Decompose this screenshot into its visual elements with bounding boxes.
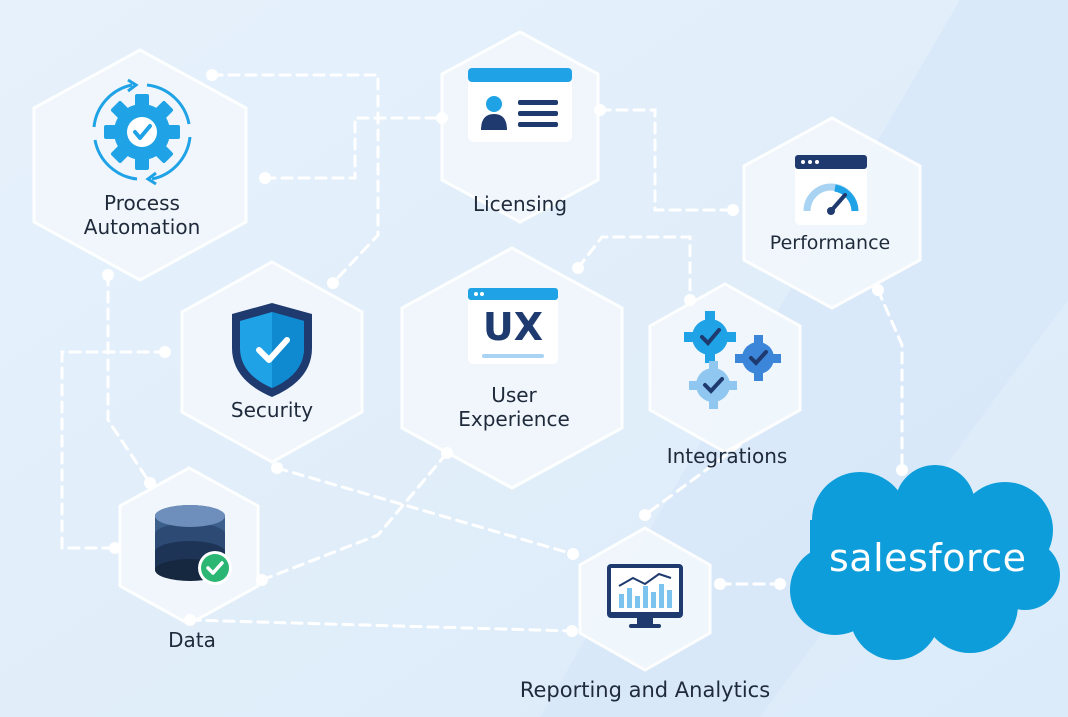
hexagon-user-experience xyxy=(400,246,624,490)
connector xyxy=(210,73,380,285)
connector-dot xyxy=(109,542,121,554)
connector-dot xyxy=(327,277,339,289)
connector-dot xyxy=(896,464,908,476)
background-stripe xyxy=(540,0,1068,717)
connector xyxy=(60,350,167,550)
label-user-experience: User Experience xyxy=(458,383,570,431)
connector xyxy=(643,443,742,517)
connector-dot xyxy=(594,104,606,116)
ux-icon-text: UX xyxy=(482,305,544,349)
connector-dot xyxy=(441,447,453,459)
connector-dot xyxy=(567,548,579,560)
connector-dot xyxy=(144,477,156,489)
hexagon-integrations xyxy=(648,282,802,454)
connector-dot xyxy=(159,346,171,358)
gear-cycle-icon xyxy=(92,78,192,186)
database-check-icon xyxy=(155,505,232,585)
shield-check-icon xyxy=(232,303,312,397)
connector-dot xyxy=(639,509,651,521)
label-security: Security xyxy=(230,398,314,422)
connector-dot xyxy=(872,284,884,296)
connector-dot xyxy=(271,462,283,474)
label-integrations: Integrations xyxy=(666,444,788,468)
connector xyxy=(106,273,152,485)
label-licensing: Licensing xyxy=(472,192,568,216)
analytics-monitor-icon xyxy=(607,564,683,628)
connector xyxy=(876,288,904,472)
connector xyxy=(260,451,449,582)
connector-dot xyxy=(259,172,271,184)
speedometer-icon xyxy=(795,155,867,225)
ux-window-icon xyxy=(468,288,558,364)
connector-dot xyxy=(256,574,268,586)
connector-dot xyxy=(102,269,114,281)
id-card-icon xyxy=(468,68,572,142)
gears-icon xyxy=(684,311,781,409)
connector-dot xyxy=(184,614,196,626)
connector xyxy=(275,466,575,556)
connector-dot xyxy=(206,69,218,81)
connector xyxy=(598,108,735,212)
connector-dot xyxy=(714,578,726,590)
label-data: Data xyxy=(168,628,216,652)
connector-dot xyxy=(727,204,739,216)
label-reporting-and-analytics: Reporting and Analytics xyxy=(519,678,771,702)
salesforce-cloud-logo xyxy=(790,465,1060,660)
connector xyxy=(263,116,444,180)
connector-dot xyxy=(572,262,584,274)
label-process-automation: Process Automation xyxy=(83,191,201,239)
connector-dot xyxy=(684,294,696,306)
salesforce-logo-text: salesforce xyxy=(829,536,1027,580)
connector-dot xyxy=(436,112,448,124)
connector-dot xyxy=(566,625,578,637)
connector-dot xyxy=(774,578,786,590)
connector xyxy=(188,618,574,633)
label-performance: Performance xyxy=(769,232,891,254)
connector xyxy=(576,235,692,302)
